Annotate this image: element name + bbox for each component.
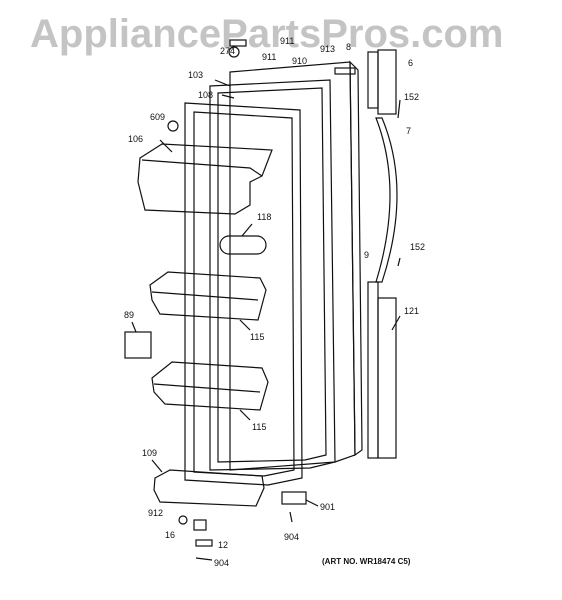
part-609 bbox=[167, 120, 179, 132]
top-bin bbox=[137, 143, 273, 215]
top-bin-lip bbox=[141, 159, 263, 177]
leader-line bbox=[214, 79, 231, 87]
callout-274: 274 bbox=[220, 46, 235, 56]
callout-152a: 152 bbox=[404, 92, 419, 102]
callout-911b: 911 bbox=[280, 36, 294, 46]
callout-16: 16 bbox=[165, 530, 175, 540]
callout-106: 106 bbox=[128, 134, 143, 144]
leader-line bbox=[195, 557, 213, 561]
callout-8: 8 bbox=[346, 42, 351, 52]
callout-609: 609 bbox=[150, 112, 165, 122]
small-bin bbox=[124, 331, 152, 359]
handle-trim-upper-inner bbox=[367, 51, 379, 109]
callout-911a: 911 bbox=[262, 52, 276, 62]
art-number: (ART NO. WR18474 C5) bbox=[322, 557, 411, 566]
leader-line bbox=[159, 139, 173, 153]
part-913 bbox=[334, 67, 356, 75]
part-12 bbox=[195, 539, 213, 547]
leader-line bbox=[151, 459, 163, 473]
callout-901: 901 bbox=[320, 502, 335, 512]
handle-trim-lower bbox=[377, 297, 397, 459]
callout-152b: 152 bbox=[410, 242, 425, 252]
leader-line bbox=[239, 319, 251, 331]
door-gasket-inner bbox=[217, 87, 327, 463]
door-gasket bbox=[209, 79, 336, 471]
leader-line bbox=[397, 99, 401, 119]
door-handle bbox=[375, 117, 398, 283]
callout-89: 89 bbox=[124, 310, 134, 320]
part-912 bbox=[178, 515, 188, 525]
door-outer-panel-edge bbox=[349, 60, 363, 457]
callout-910: 910 bbox=[292, 56, 307, 66]
callout-9: 9 bbox=[364, 250, 369, 260]
leader-line bbox=[397, 257, 401, 267]
leader-line bbox=[239, 409, 251, 421]
butter-dish bbox=[219, 235, 267, 255]
callout-904b: 904 bbox=[214, 558, 229, 568]
part-901 bbox=[281, 491, 307, 505]
door-shelf-upper-rim bbox=[151, 291, 259, 301]
callout-912: 912 bbox=[148, 508, 163, 518]
watermark: AppliancePartsPros.com bbox=[30, 12, 504, 56]
door-liner-inner bbox=[193, 111, 295, 477]
door-liner bbox=[184, 102, 303, 486]
callout-115a: 115 bbox=[250, 332, 264, 342]
part-16 bbox=[193, 519, 207, 531]
callout-108: 108 bbox=[198, 90, 213, 100]
leader-line bbox=[221, 94, 235, 99]
bottom-bin bbox=[153, 469, 265, 507]
leader-line bbox=[305, 499, 319, 507]
handle-trim-lower-inner bbox=[367, 281, 379, 459]
leader-line bbox=[241, 223, 253, 237]
callout-109: 109 bbox=[142, 448, 157, 458]
callout-913: 913 bbox=[320, 44, 335, 54]
door-shelf-upper bbox=[149, 271, 267, 321]
callout-118: 118 bbox=[257, 212, 271, 222]
callout-6: 6 bbox=[408, 58, 413, 68]
callout-12: 12 bbox=[218, 540, 228, 550]
callout-121: 121 bbox=[404, 306, 419, 316]
callout-904a: 904 bbox=[284, 532, 299, 542]
door-outer-panel bbox=[229, 61, 356, 471]
callout-103: 103 bbox=[188, 70, 203, 80]
part-274 bbox=[228, 46, 240, 58]
leader-line bbox=[131, 321, 137, 333]
callout-7: 7 bbox=[406, 126, 411, 136]
leader-line bbox=[391, 315, 401, 331]
door-shelf-lower-rim bbox=[153, 383, 261, 393]
leader-line bbox=[289, 511, 293, 523]
handle-trim-upper bbox=[377, 49, 397, 115]
part-911 bbox=[229, 39, 247, 47]
door-shelf-lower bbox=[151, 361, 269, 411]
callout-115b: 115 bbox=[252, 422, 266, 432]
